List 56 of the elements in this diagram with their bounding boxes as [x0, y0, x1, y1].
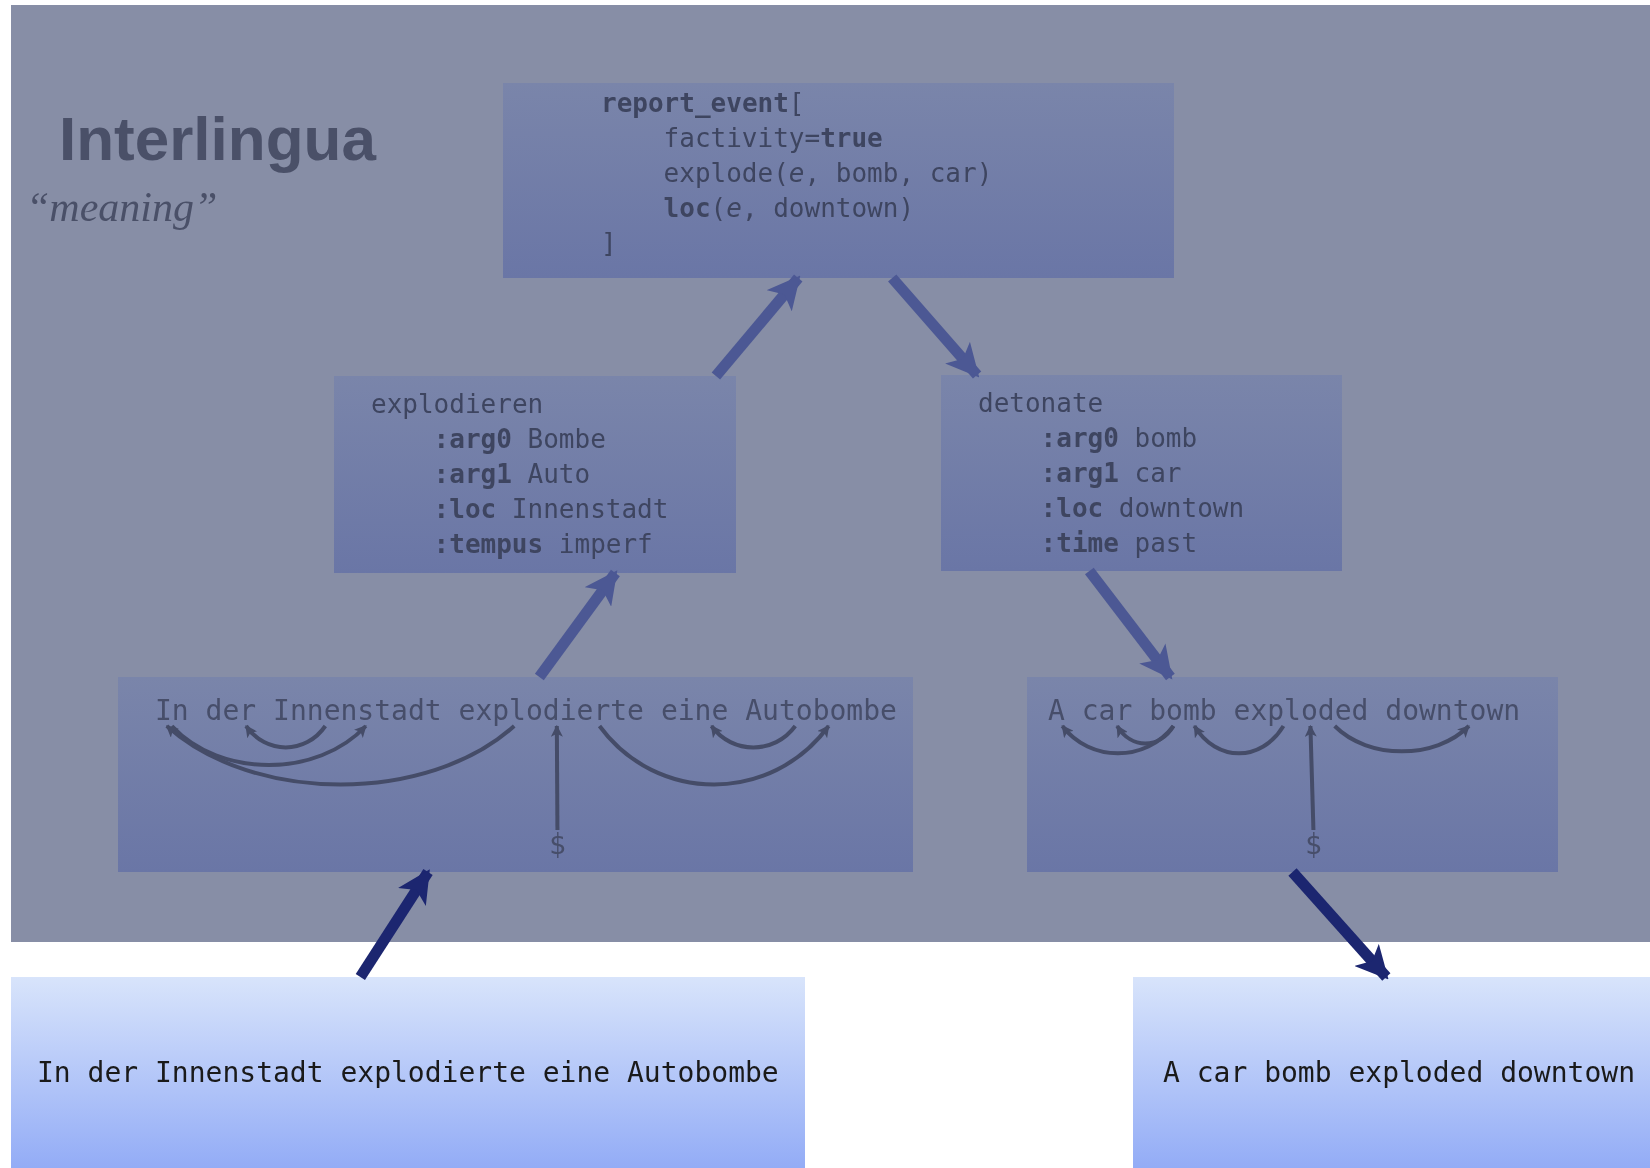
arrow [711, 274, 803, 380]
code-line: :arg1 car [1040, 457, 1182, 490]
root-symbol: $ [1305, 828, 1322, 862]
subtitle: “meaning” [26, 183, 218, 231]
dependency-arc [597, 724, 831, 787]
code-line: explode(e, bomb, car) [663, 157, 993, 190]
dependency-arc [165, 724, 516, 787]
root-symbol: $ [549, 828, 566, 862]
word: In [155, 694, 189, 728]
dependency-arc [170, 724, 368, 767]
representation-box [334, 376, 736, 573]
sentence-box [1027, 677, 1558, 872]
word: der [205, 694, 257, 728]
code-line: :loc downtown [1040, 492, 1245, 525]
code-line: :arg0 bomb [1040, 422, 1198, 455]
code-line: factivity=true [663, 122, 883, 155]
word: car [1081, 694, 1133, 728]
code-line: :time past [1040, 527, 1198, 560]
sentence-text: A car bomb exploded downtown [1163, 1056, 1635, 1089]
dependency-arc [244, 724, 327, 750]
word: exploded [1233, 694, 1369, 728]
dependency-arc [709, 724, 797, 750]
code-line: explodieren [371, 388, 544, 421]
word: explodierte [458, 694, 644, 728]
word: Innenstadt [273, 694, 442, 728]
word: eine [660, 694, 729, 728]
word: bomb [1149, 694, 1217, 728]
word: Autobombe [745, 694, 897, 728]
arrow [888, 274, 982, 379]
arrow [1304, 724, 1317, 831]
arrow [1288, 868, 1391, 981]
word: A [1048, 694, 1065, 728]
arrow [355, 869, 433, 980]
code-line: :arg1 Auto [433, 458, 591, 491]
code-line: :loc Innenstadt [433, 493, 669, 526]
arrow [550, 724, 563, 830]
representation-box [503, 83, 1174, 278]
sentence-box [1133, 977, 1650, 1168]
heading: Interlingua [59, 103, 376, 174]
code-line: report_event[ [601, 87, 805, 120]
code-line: loc(e, downtown) [663, 192, 915, 225]
dependency-arc [1333, 724, 1471, 754]
slide-panel [11, 5, 1650, 942]
code-line: :tempus imperf [433, 528, 653, 561]
sentence-text: In der Innenstadt explodierte eine Autobombe [37, 1056, 779, 1089]
arrow [1085, 567, 1175, 681]
sentence-box [118, 677, 913, 872]
code-line: detonate [978, 387, 1104, 420]
representation-box [941, 375, 1342, 571]
dependency-arc [1115, 724, 1176, 746]
dependency-arc [1192, 724, 1286, 756]
sentence-box [11, 977, 805, 1168]
code-line: :arg0 Bombe [433, 423, 606, 456]
word: downtown [1385, 694, 1521, 728]
code-line: ] [601, 227, 617, 260]
arrow [534, 569, 620, 681]
